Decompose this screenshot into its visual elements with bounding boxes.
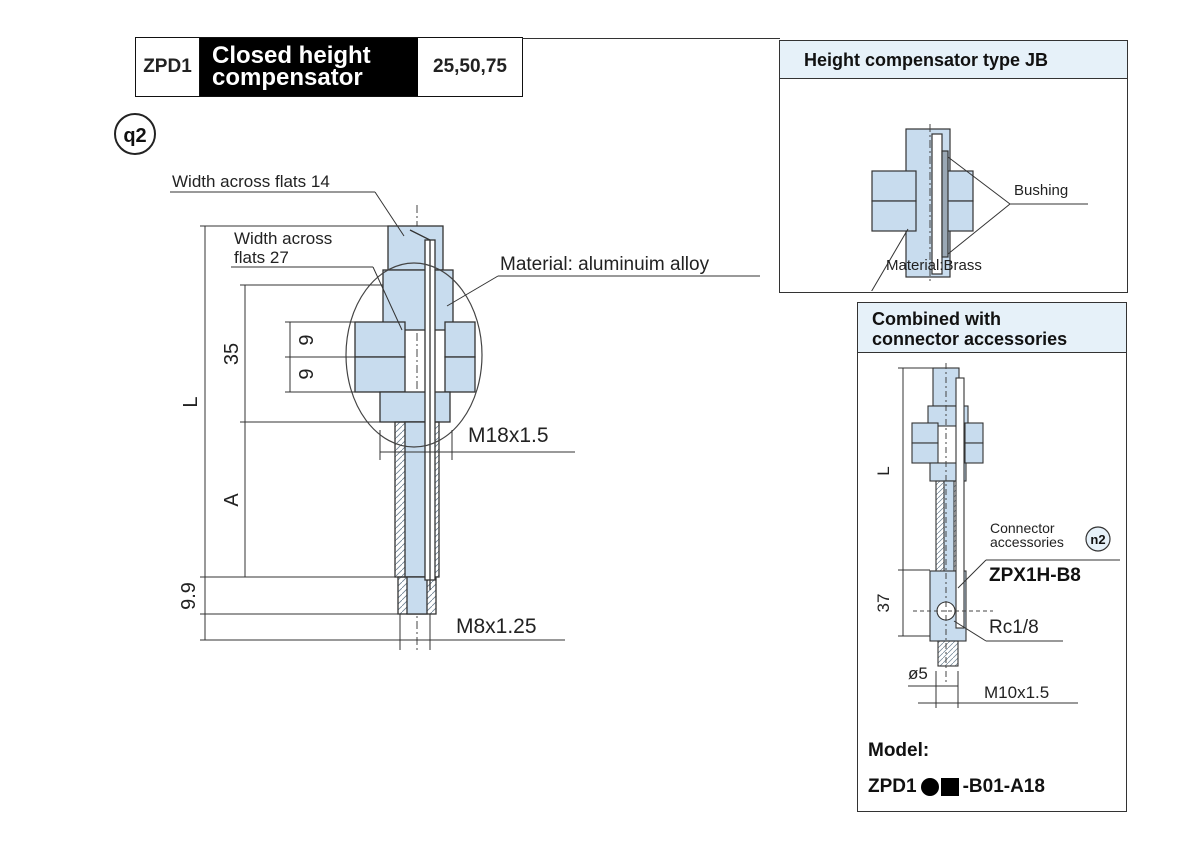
model-code-prefix: ZPD1 xyxy=(868,776,917,797)
label-width-flats-27-line2: flats 27 xyxy=(234,248,289,267)
product-title-cell: Closed height compensator xyxy=(200,38,418,96)
comb-dim-37: 37 xyxy=(874,594,893,613)
panel-combined-title-line1: Combined with xyxy=(872,309,1001,329)
panel-jb-title: Height compensator type JB xyxy=(780,41,1127,79)
label-width-flats-27-line1: Width across xyxy=(234,229,332,248)
dimension-lines xyxy=(170,191,760,650)
detail-circle xyxy=(345,262,483,448)
jb-material-label: Material:Brass xyxy=(886,257,982,274)
dim-A: A xyxy=(221,493,243,507)
comb-connector-line2: accessories xyxy=(990,534,1064,550)
model-code: ZPD1 -B01-A18 xyxy=(868,776,1045,798)
header-rule xyxy=(522,38,780,39)
panel-combined: Combined with connector accessories xyxy=(857,302,1127,812)
dim-L: L xyxy=(180,396,202,407)
dim-9-9: 9.9 xyxy=(178,582,200,610)
comb-connector-line1: Connector xyxy=(990,520,1055,536)
label-m8: M8x1.25 xyxy=(456,615,537,638)
model-circle-symbol xyxy=(920,778,939,796)
product-title-line1: Closed height xyxy=(212,42,371,69)
comb-rc-label: Rc1/8 xyxy=(989,617,1039,638)
product-title-line2: compensator xyxy=(212,64,363,91)
title-table: ZPD1 Closed height compensator 25,50,75 xyxy=(135,37,523,97)
panel-combined-title-line2: connector accessories xyxy=(872,329,1068,349)
dim-9-lower: 9 xyxy=(296,368,318,379)
comb-thread-label: M10x1.5 xyxy=(984,683,1049,702)
label-m18: M18x1.5 xyxy=(468,424,549,447)
combined-drawing: L 37 Connector accessories n2 ZPX1H-B8 R… xyxy=(874,363,1120,708)
comb-dia-label: ø5 xyxy=(908,664,928,683)
n2-badge-text: n2 xyxy=(1090,532,1105,547)
sizes-cell: 25,50,75 xyxy=(433,56,507,77)
jb-bushing-label: Bushing xyxy=(1014,182,1068,199)
q2-badge: q2 xyxy=(114,113,156,155)
jb-drawing: Bushing xyxy=(871,124,1088,291)
comb-connector-model: ZPX1H-B8 xyxy=(989,565,1081,586)
dim-9-upper: 9 xyxy=(296,334,318,345)
n2-badge: n2 xyxy=(1085,526,1111,552)
model-code-suffix: -B01-A18 xyxy=(962,776,1045,797)
panel-combined-title: Combined with connector accessories xyxy=(858,303,1126,353)
model-square-symbol xyxy=(940,778,959,796)
label-material: Material: aluminuim alloy xyxy=(500,254,710,275)
comb-dim-L: L xyxy=(874,466,893,475)
model-code-cell: ZPD1 xyxy=(136,38,200,96)
dim-35: 35 xyxy=(221,343,243,365)
compensator-body xyxy=(354,225,476,615)
main-drawing: q2 xyxy=(114,113,760,650)
label-width-flats-14: Width across flats 14 xyxy=(172,172,330,191)
q2-badge-text: q2 xyxy=(123,125,146,147)
model-heading: Model: xyxy=(868,740,930,761)
panel-jb: Height compensator type JB Bushing Mater… xyxy=(779,40,1128,293)
